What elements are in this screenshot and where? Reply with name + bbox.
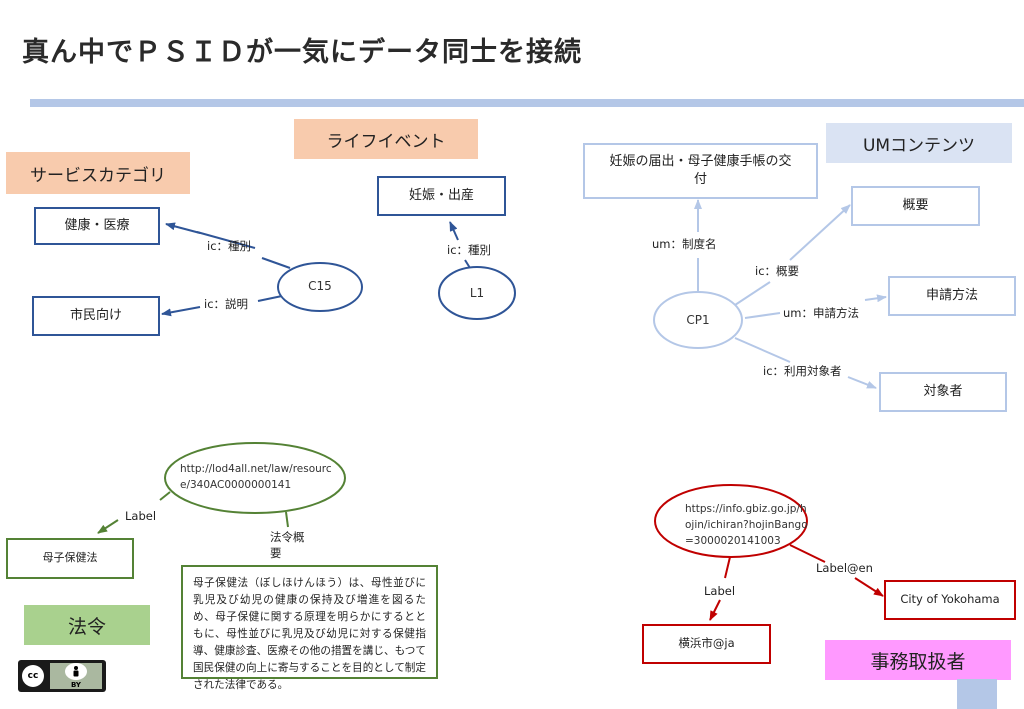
edge-label-type: ic：種別: [207, 239, 252, 253]
edge-label-biz-ja: Label: [704, 584, 736, 598]
tag-um-contents: UMコンテンツ: [826, 123, 1012, 163]
tag-service-category: サービスカテゴリ: [6, 152, 190, 194]
person-icon: [65, 663, 87, 680]
cc-by-text: BY: [70, 681, 82, 689]
node-pregnancy-birth: 妊娠・出産: [377, 176, 506, 216]
edge-label-system-name: um：制度名: [652, 237, 717, 251]
edge-label-desc: ic：説明: [204, 297, 249, 311]
cc-by-license-badge: cc BY: [18, 660, 106, 692]
node-law-uri: http://lod4all.net/law/resource/340AC000…: [180, 463, 332, 491]
node-apply-method: 申請方法: [888, 276, 1016, 316]
edge-label-law-label: Label: [125, 509, 157, 523]
node-yokohama-en: City of Yokohama: [884, 580, 1016, 620]
edge-biz-label-ja: [709, 556, 731, 621]
node-law-ellipse: [164, 442, 346, 514]
node-overview: 概要: [851, 186, 980, 226]
edge-label-life-type: ic：種別: [447, 243, 492, 257]
cc-icon: cc: [22, 665, 44, 687]
edge-label-target: ic：利用対象者: [763, 364, 842, 378]
tag-life-event: ライフイベント: [294, 119, 478, 159]
edge-biz-label-en: [789, 544, 884, 597]
title-divider: [30, 99, 1024, 107]
node-health-medical: 健康・医療: [34, 207, 160, 245]
node-maternal-health-act: 母子保健法: [6, 538, 134, 579]
node-l1-ellipse: [438, 266, 516, 320]
edge-c15-citizen: [161, 295, 283, 317]
corner-decoration: [957, 679, 997, 709]
node-c15-label: C15: [308, 279, 332, 293]
page-title: 真ん中でＰＳＩＤが一気にデータ同士を接続: [22, 37, 582, 68]
edge-cp1-overview: [734, 204, 851, 306]
edge-label-law-summary: 法令概要: [270, 530, 305, 560]
tag-law: 法令: [24, 605, 150, 645]
edge-cp1-target: [734, 337, 877, 389]
cc-by-panel: BY: [50, 663, 102, 689]
node-cp1-ellipse: [653, 291, 743, 349]
edge-c15-health: [165, 222, 291, 269]
edge-law-summary: [285, 511, 289, 528]
node-gbiz-uri: https://info.gbiz.go.jp/hojin/ichiran?ho…: [685, 503, 808, 547]
node-c15-ellipse: [277, 262, 363, 312]
node-cp1-label: CP1: [686, 313, 710, 327]
edge-label-biz-en: Label@en: [816, 561, 873, 575]
edge-label-apply: um：申請方法: [783, 306, 859, 320]
node-biz-ellipse: [654, 484, 808, 558]
edge-label-overview: ic：概要: [755, 264, 800, 278]
node-for-citizens: 市民向け: [32, 296, 160, 336]
node-pregnancy-notice: 妊娠の届出・母子健康手帳の交付: [583, 143, 818, 199]
node-l1-label: L1: [469, 286, 485, 300]
edge-cp1-apply: [744, 294, 887, 319]
edge-law-label: [97, 491, 171, 534]
tag-business: 事務取扱者: [825, 640, 1011, 680]
node-law-summary-text: 母子保健法（ぼしほけんほう）は、母性並びに乳児及び幼児の健康の保持及び増進を図る…: [181, 565, 438, 691]
node-yokohama-ja: 横浜市@ja: [642, 624, 771, 664]
node-target-audience: 対象者: [879, 372, 1007, 412]
